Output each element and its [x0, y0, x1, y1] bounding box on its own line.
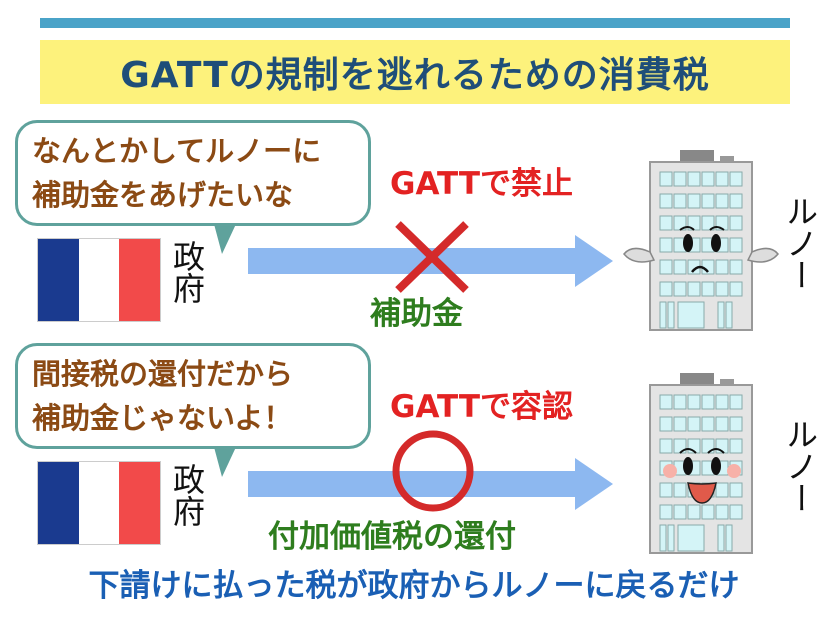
bubble-line: 間接税の還付だから	[32, 357, 294, 391]
bubble-tail	[214, 224, 236, 254]
title-banner: GATTの規制を逃れるための消費税	[40, 40, 790, 104]
verdict-prohibited: GATTで禁止	[390, 166, 574, 202]
building-happy-icon	[649, 373, 753, 554]
speech-bubble-2: 間接税の還付だから 補助金じゃないよ！	[15, 343, 371, 449]
top-accent-bar	[40, 18, 790, 28]
circle-icon	[392, 430, 474, 512]
company-label: ルノー	[781, 195, 819, 291]
bubble-line: なんとかしてルノーに	[32, 134, 322, 168]
building-troubled-icon	[623, 150, 779, 331]
cross-icon	[395, 221, 469, 293]
bubble-line: 補助金をあげたいな	[32, 178, 294, 212]
speech-bubble-1: なんとかしてルノーに 補助金をあげたいな	[15, 120, 371, 226]
bubble-tail	[214, 447, 236, 477]
verdict-approved: GATTで容認	[390, 389, 574, 425]
arrow-label-subsidy: 補助金	[370, 296, 463, 332]
company-label: ルノー	[781, 418, 819, 514]
france-flag-icon	[37, 461, 161, 545]
bubble-line: 補助金じゃないよ！	[32, 401, 293, 435]
footer-caption: 下請けに払った税が政府からルノーに戻るだけ	[88, 568, 740, 604]
france-flag-icon	[37, 238, 161, 322]
page-title: GATTの規制を逃れるための消費税	[120, 55, 710, 96]
arrow-label-vat-refund: 付加価値税の還付	[268, 519, 516, 555]
arrow-2	[248, 458, 613, 510]
government-label: 政府	[168, 463, 206, 527]
government-label: 政府	[168, 240, 206, 304]
arrow-1	[248, 235, 613, 287]
